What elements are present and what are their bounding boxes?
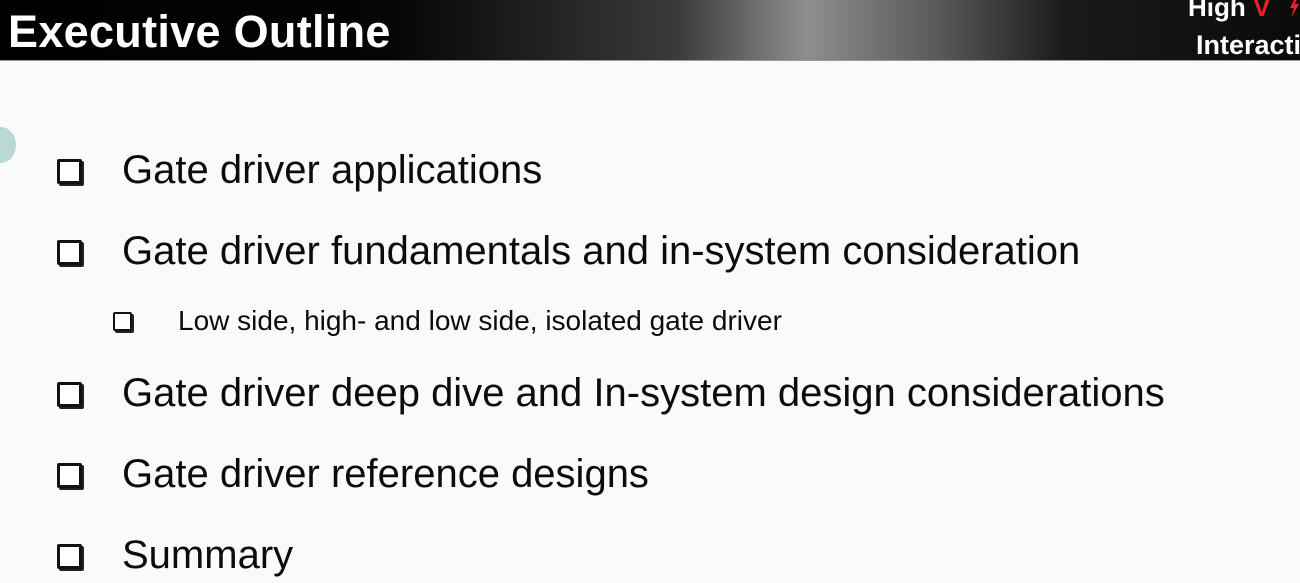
checkbox-bullet-icon <box>57 544 82 569</box>
checkbox-bullet-icon <box>57 159 82 184</box>
slide-title: Executive Outline <box>8 6 391 57</box>
checkbox-bullet-icon <box>113 312 132 331</box>
checkbox-bullet-icon <box>57 382 82 407</box>
outline-item-label: Gate driver deep dive and In-system desi… <box>122 371 1165 415</box>
brand-logo-line1: High V <box>1188 0 1270 22</box>
outline-subitem-label: Low side, high- and low side, isolated g… <box>178 305 782 336</box>
brand-logo-line2: Interacti <box>1196 30 1300 60</box>
outline-item-label: Gate driver fundamentals and in-system c… <box>122 229 1081 273</box>
lightning-bolt-icon <box>1290 0 1299 18</box>
title-bar: Executive Outline High V Interacti <box>0 0 1300 61</box>
brand-logo: High V Interacti <box>1186 0 1300 60</box>
brand-logo-prefix: High <box>1188 0 1253 22</box>
checkbox-bullet-icon <box>57 240 82 265</box>
outline-item-label: Summary <box>122 533 294 577</box>
outline-item-label: Gate driver applications <box>122 148 543 192</box>
outline-item-label: Gate driver reference designs <box>122 452 649 496</box>
side-tab-marker <box>0 127 16 163</box>
brand-logo-accent: V <box>1253 0 1271 22</box>
checkbox-bullet-icon <box>57 463 82 488</box>
